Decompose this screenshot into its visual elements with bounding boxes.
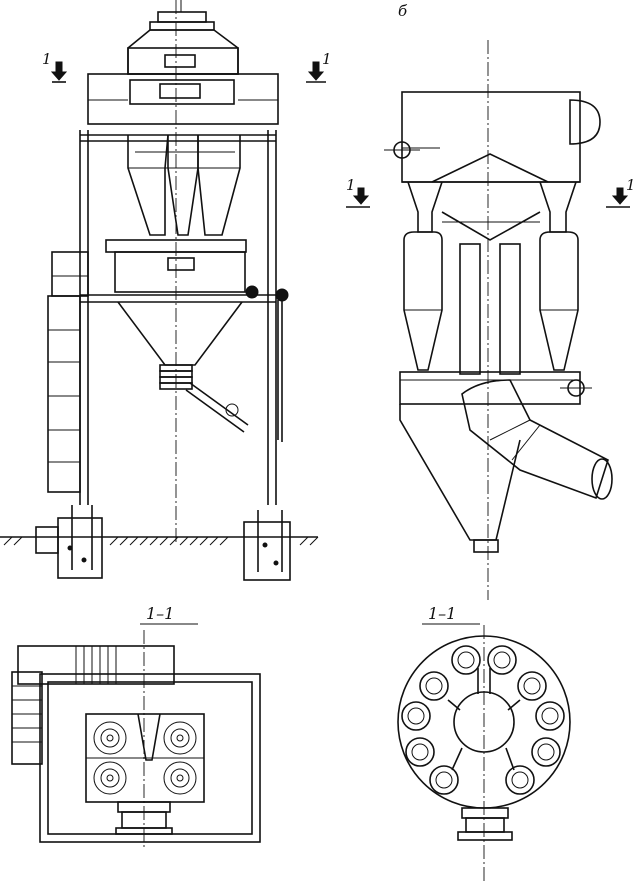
section-marker-right-label: 1 [322, 50, 332, 68]
right-section-plan: 1–1 [397, 604, 571, 882]
left-section-title: 1–1 [146, 604, 174, 623]
left-section-plan: 1–1 [11, 604, 261, 850]
section-marker-right-left-label: 1 [346, 176, 356, 194]
left-elevation: 1 1 [0, 0, 332, 581]
right-section-title: 1–1 [428, 604, 456, 623]
section-marker-right-right-label: 1 [626, 176, 636, 194]
section-marker-left-label: 1 [42, 50, 52, 68]
variant-b-label: б [398, 2, 408, 20]
right-elevation: б 1 [346, 2, 636, 600]
